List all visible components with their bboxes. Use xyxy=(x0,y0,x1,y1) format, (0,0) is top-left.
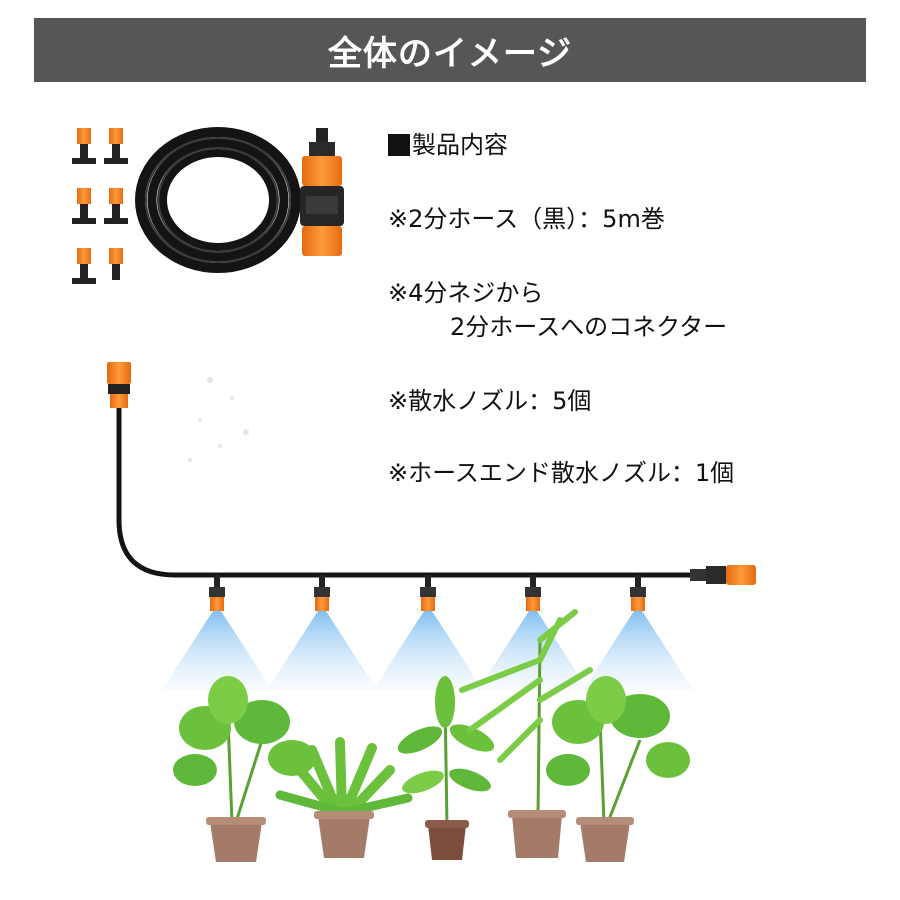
nozzle-part-icon xyxy=(72,248,96,284)
nozzle-part-icon xyxy=(104,188,128,224)
contents-item-connector-line1: ※4分ネジから xyxy=(388,279,544,307)
spray-nozzle-icon xyxy=(373,575,483,690)
contents-item-hose: ※2分ホース（黒）：5m巻 xyxy=(388,205,665,233)
potted-plant-icon xyxy=(397,676,495,860)
water-splash-decoration xyxy=(188,377,249,462)
nozzle-parts-group xyxy=(72,128,128,284)
spray-nozzle-icon xyxy=(267,575,377,690)
nozzle-part-icon xyxy=(72,188,96,224)
contents-item-connector-line2: 2分ホースへのコネクター xyxy=(450,313,728,341)
hose-connector-icon xyxy=(300,128,344,256)
page-title: 全体のイメージ xyxy=(327,33,573,74)
contents-heading: 製品内容 xyxy=(388,130,508,160)
coiled-hose-icon xyxy=(135,127,301,273)
spray-nozzle-icon xyxy=(478,575,588,690)
header-banner: 全体のイメージ xyxy=(34,18,866,82)
contents-heading-text: 製品内容 xyxy=(412,131,508,159)
black-square-icon xyxy=(388,134,410,156)
potted-plant-icon xyxy=(459,609,593,858)
nozzle-part-icon xyxy=(104,128,128,164)
spray-nozzle-icon xyxy=(583,575,693,690)
nozzle-part-icon xyxy=(72,128,96,164)
irrigation-hose-line xyxy=(107,362,756,585)
contents-item-end-nozzle: ※ホースエンド散水ノズル：1個 xyxy=(388,459,735,487)
potted-plant-icon xyxy=(173,676,316,862)
nozzle-mist-group xyxy=(162,575,693,690)
plants-group xyxy=(173,609,690,862)
spray-nozzle-icon xyxy=(162,575,272,690)
potted-plant-icon xyxy=(275,737,413,858)
potted-plant-icon xyxy=(546,676,690,862)
nozzle-end-part-icon xyxy=(109,248,123,280)
contents-item-nozzle: ※散水ノズル：5個 xyxy=(388,387,592,415)
